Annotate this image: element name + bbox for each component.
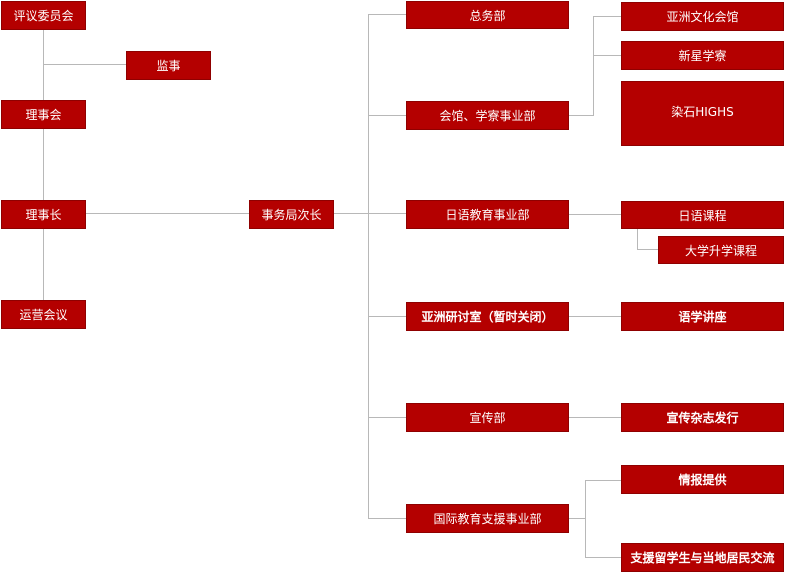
- connector-intl-out: [569, 518, 586, 519]
- connector-halls-culture: [593, 16, 621, 17]
- node-deputy-director[interactable]: 事务局次长: [249, 200, 334, 229]
- node-info-provision[interactable]: 情报提供: [621, 465, 784, 494]
- connector-supervisor: [43, 64, 127, 65]
- node-japanese-course[interactable]: 日语课程: [621, 201, 784, 229]
- connector-left-spine: [43, 28, 44, 300]
- connector-intl-support: [585, 557, 621, 558]
- node-supervisor[interactable]: 监事: [126, 51, 211, 80]
- connector-intl-info: [585, 480, 621, 481]
- node-operations-meeting[interactable]: 运营会议: [1, 300, 86, 329]
- node-dept-asia-research[interactable]: 亚洲研讨室（暂时关闭）: [406, 302, 569, 331]
- node-dept-general-affairs[interactable]: 总务部: [406, 1, 569, 29]
- connector-course-prep-horiz: [637, 249, 658, 250]
- connector-chairman-deputy: [85, 213, 249, 214]
- node-university-prep-course[interactable]: 大学升学课程: [658, 236, 784, 264]
- connector-deputy-spine: [334, 213, 369, 214]
- connector-dept-spine: [368, 14, 369, 518]
- connector-dept-halls: [368, 115, 406, 116]
- node-chairman[interactable]: 理事长: [1, 200, 86, 229]
- connector-asia-lecture: [569, 316, 621, 317]
- node-dept-intl-education-support[interactable]: 国际教育支援事业部: [406, 504, 569, 533]
- node-dept-publicity[interactable]: 宣传部: [406, 403, 569, 432]
- node-review-committee[interactable]: 评议委员会: [1, 1, 86, 30]
- connector-publicity-magazine: [569, 417, 621, 418]
- node-asia-culture-hall[interactable]: 亚洲文化会馆: [621, 2, 784, 31]
- connector-intl-spine: [585, 480, 586, 558]
- connector-halls-spine: [593, 16, 594, 116]
- connector-dept-general: [368, 14, 406, 15]
- connector-halls-xinxing: [593, 55, 621, 56]
- connector-course-prep-vert: [637, 228, 638, 249]
- node-board[interactable]: 理事会: [1, 100, 86, 129]
- connector-japanese-course: [569, 214, 621, 215]
- node-support-students-residents[interactable]: 支援留学生与当地居民交流: [621, 543, 784, 572]
- node-dept-halls-dorms[interactable]: 会馆、学寮事业部: [406, 101, 569, 130]
- node-dept-japanese-education[interactable]: 日语教育事业部: [406, 200, 569, 229]
- connector-dept-asia: [368, 316, 406, 317]
- node-xinxing-dorm[interactable]: 新星学寮: [621, 41, 784, 70]
- connector-dept-intl: [368, 518, 406, 519]
- node-magazine-publishing[interactable]: 宣传杂志发行: [621, 403, 784, 432]
- connector-halls-out: [569, 115, 594, 116]
- node-ranshi-highs[interactable]: 染石HIGHS: [621, 81, 784, 146]
- node-language-lecture[interactable]: 语学讲座: [621, 302, 784, 331]
- connector-dept-japanese: [368, 213, 406, 214]
- connector-dept-publicity: [368, 417, 406, 418]
